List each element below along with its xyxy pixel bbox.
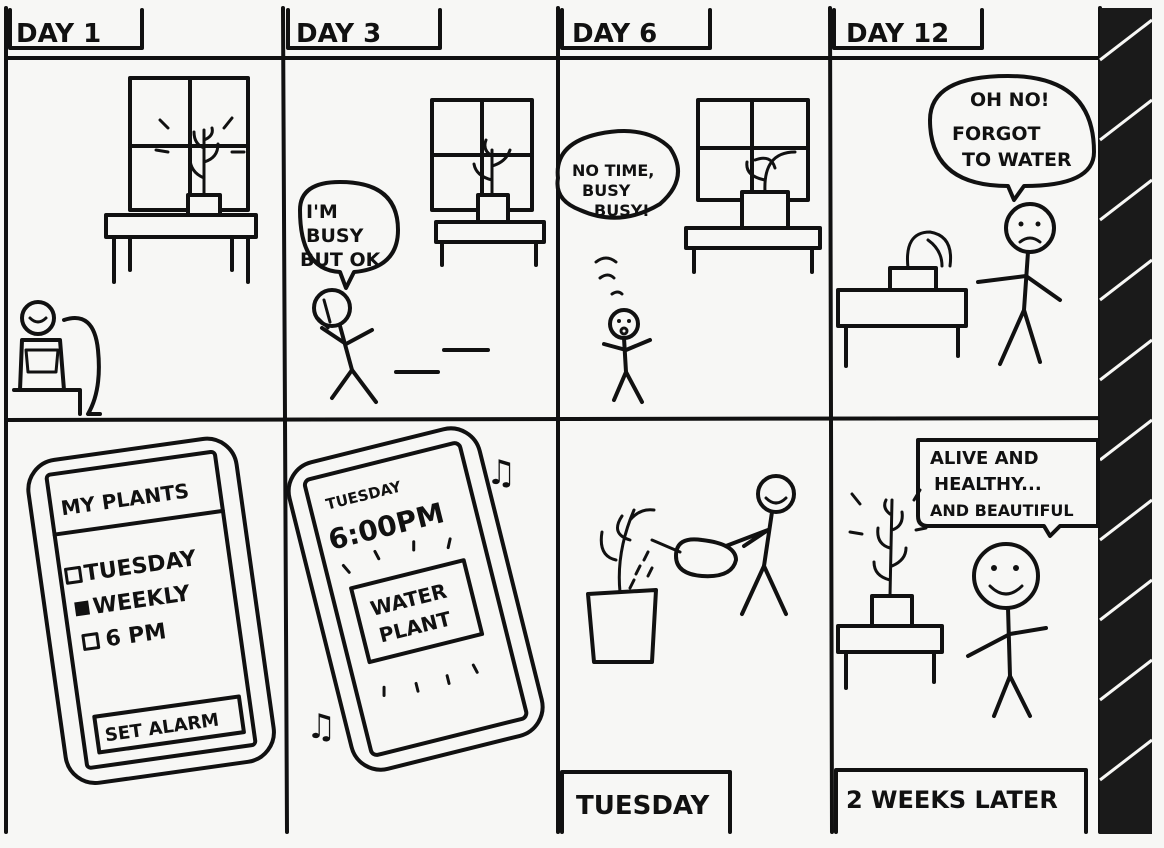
table-icon: [434, 220, 546, 267]
phone-icon: MY PLANTS TUESDAY WEEKLY 6 PM SET ALARM: [26, 436, 276, 785]
caption-day-6: DAY 6: [572, 19, 657, 49]
thought-line-3: BUSY!: [594, 201, 650, 220]
speech-line-2: HEALTHY...: [934, 474, 1042, 495]
speech-bubble: OH NO! FORGOT TO WATER: [928, 74, 1096, 202]
music-note-icon: ♫: [486, 453, 516, 493]
speech-bubble: ALIVE AND HEALTHY... AND BEAUTIFUL: [916, 438, 1100, 538]
sad-person-icon: [976, 202, 1062, 366]
person-on-phone-icon: [312, 288, 490, 404]
thought-line-1: NO TIME,: [572, 161, 654, 180]
happy-person-icon: [724, 474, 796, 616]
set-alarm-button: [92, 694, 246, 755]
hatched-strip: [1099, 8, 1153, 834]
table-icon: [836, 624, 944, 690]
watering-can-icon: [628, 537, 738, 590]
speech-line-3: BUT OK: [300, 249, 382, 271]
panel-day-12: DAY 12 OH NO! FORGOT TO WATER: [832, 8, 1096, 368]
panel-day-3: DAY 3 I'M BUSY BUT OK: [286, 8, 546, 404]
plant-icon: [586, 508, 658, 664]
caption-2-weeks-later: 2 WEEKS LATER: [846, 786, 1058, 814]
speech-line-2: FORGOT: [952, 123, 1041, 145]
plant-icon: [472, 138, 512, 227]
window-icon: [696, 98, 810, 202]
thought-line-2: BUSY: [582, 181, 631, 200]
caption-day-3: DAY 3: [296, 19, 381, 49]
wilted-plant-icon: [740, 150, 797, 230]
table-icon: [104, 213, 258, 284]
speech-line-2: BUSY: [306, 225, 364, 247]
healthy-plant-icon: [848, 488, 928, 636]
panel-alarm: TUESDAY 6:00PM WATER PLANT ♫ ♫: [286, 426, 545, 772]
window-icon: [128, 76, 250, 212]
speech-line-1: ALIVE AND: [930, 448, 1039, 469]
panel-day-1: DAY 1: [8, 8, 258, 416]
happy-person-icon: [966, 542, 1048, 718]
panel-2-weeks-later: ALIVE AND HEALTHY... AND BEAUTIFUL 2 WEE…: [834, 438, 1100, 834]
speech-line-1: I'M: [306, 201, 338, 223]
water-plant-box: [349, 558, 485, 665]
music-note-icon-2: ♫: [306, 707, 336, 747]
speech-bubble: I'M BUSY BUT OK: [298, 180, 400, 290]
caption-day-1: DAY 1: [16, 19, 101, 49]
stressed-person-icon: [602, 308, 652, 404]
table-icon: [684, 226, 822, 274]
speech-line-1: OH NO!: [970, 89, 1049, 111]
panel-my-plants: MY PLANTS TUESDAY WEEKLY 6 PM SET ALARM: [26, 436, 276, 785]
phone-icon: TUESDAY 6:00PM WATER PLANT: [286, 426, 545, 772]
table-icon: [836, 288, 968, 368]
panel-watering: TUESDAY: [560, 474, 796, 834]
person-reading-icon: [12, 300, 102, 416]
speech-line-3: AND BEAUTIFUL: [930, 501, 1074, 520]
panel-day-6: DAY 6 NO TIME, BUSY BUSY!: [555, 8, 822, 404]
caption-day-12: DAY 12: [846, 19, 949, 49]
thought-bubble: NO TIME, BUSY BUSY!: [555, 129, 680, 296]
speech-line-3: TO WATER: [962, 149, 1072, 171]
caption-tuesday: TUESDAY: [576, 791, 711, 821]
